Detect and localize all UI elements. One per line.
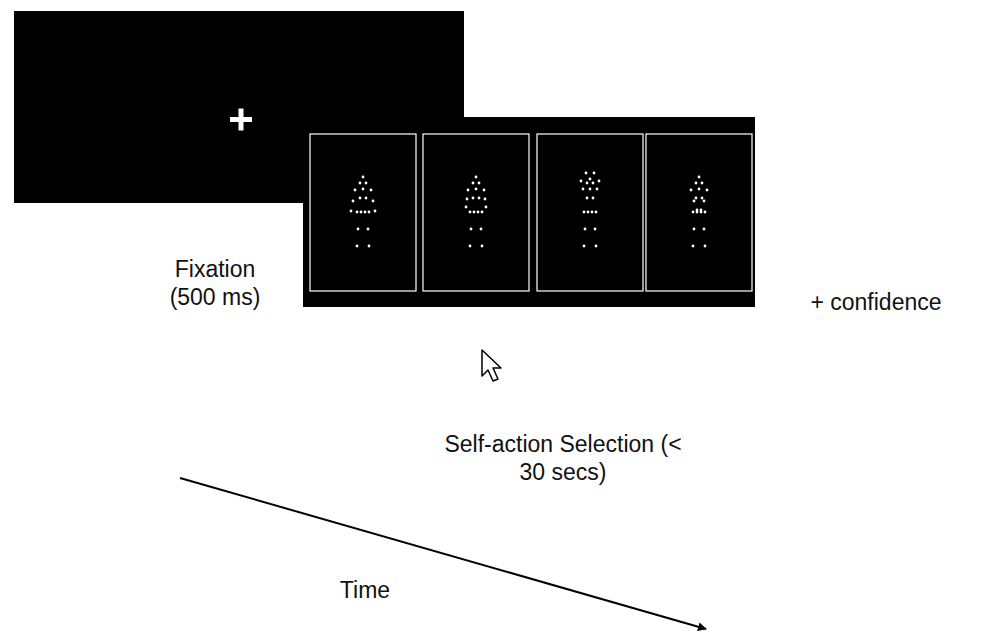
light-point — [472, 197, 475, 200]
light-point — [586, 182, 589, 185]
light-point — [362, 176, 365, 179]
light-point — [593, 172, 596, 175]
light-point — [484, 198, 487, 201]
light-point — [469, 211, 472, 214]
light-point — [360, 211, 363, 214]
light-point — [481, 245, 484, 248]
fixation-cross — [230, 109, 252, 131]
light-point — [356, 211, 359, 214]
light-point — [700, 211, 703, 214]
light-point — [472, 182, 475, 185]
light-point — [372, 200, 375, 203]
light-point — [359, 197, 362, 200]
light-point — [470, 228, 473, 231]
light-point — [485, 206, 488, 209]
light-point — [370, 189, 373, 192]
light-point — [701, 182, 704, 185]
stimulus-frame — [537, 134, 643, 291]
light-point — [591, 211, 594, 214]
light-point — [585, 172, 588, 175]
light-point — [478, 182, 481, 185]
light-point — [692, 245, 695, 248]
light-point — [595, 245, 598, 248]
light-point — [475, 176, 478, 179]
light-point — [362, 188, 365, 191]
light-point — [580, 180, 583, 183]
light-point — [364, 211, 367, 214]
time-arrow — [180, 478, 706, 629]
light-point — [594, 228, 597, 231]
light-point — [478, 197, 481, 200]
light-point — [592, 182, 595, 185]
light-point — [598, 180, 601, 183]
light-point — [595, 211, 598, 214]
light-point — [695, 197, 698, 200]
light-point — [701, 197, 704, 200]
light-point — [589, 188, 592, 191]
light-point — [475, 188, 478, 191]
light-point — [582, 188, 585, 191]
light-point — [359, 182, 362, 185]
light-point — [356, 245, 359, 248]
light-point — [706, 189, 709, 192]
light-point — [586, 197, 589, 200]
light-point — [480, 228, 483, 231]
stimulus-frame — [423, 134, 529, 291]
light-point — [367, 228, 370, 231]
stimulus-frame — [646, 134, 752, 291]
light-point — [693, 200, 696, 203]
light-point — [374, 210, 377, 213]
light-point — [466, 198, 469, 201]
light-point — [354, 189, 357, 192]
light-point — [483, 189, 486, 192]
light-point — [703, 228, 706, 231]
light-point — [469, 245, 472, 248]
light-point — [350, 210, 353, 213]
light-point — [696, 211, 699, 214]
light-point — [365, 182, 368, 185]
light-point — [596, 188, 599, 191]
confidence-label: + confidence — [786, 289, 966, 317]
light-point — [467, 189, 470, 192]
light-point — [589, 178, 592, 181]
stimulus-frame — [310, 134, 416, 291]
light-point — [698, 176, 701, 179]
axis-label: Time — [320, 577, 410, 605]
light-point — [692, 211, 695, 214]
light-point — [583, 245, 586, 248]
light-point — [690, 189, 693, 192]
light-point — [693, 228, 696, 231]
light-point — [368, 245, 371, 248]
light-point — [704, 245, 707, 248]
mouse-cursor — [482, 350, 501, 381]
light-point — [703, 200, 706, 203]
light-point — [352, 200, 355, 203]
phase-label: Fixation (500 ms) — [155, 256, 275, 311]
light-point — [473, 211, 476, 214]
light-point — [587, 211, 590, 214]
light-point — [695, 182, 698, 185]
phase-label: Self-action Selection (< 30 secs) — [443, 431, 683, 486]
light-point — [357, 228, 360, 231]
light-point — [583, 211, 586, 214]
light-point — [481, 211, 484, 214]
selection-screen — [303, 117, 755, 307]
light-point — [704, 211, 707, 214]
light-point — [698, 188, 701, 191]
light-point — [365, 197, 368, 200]
light-point — [477, 211, 480, 214]
light-point — [368, 211, 371, 214]
light-point — [465, 206, 468, 209]
light-point — [584, 228, 587, 231]
light-point — [592, 197, 595, 200]
